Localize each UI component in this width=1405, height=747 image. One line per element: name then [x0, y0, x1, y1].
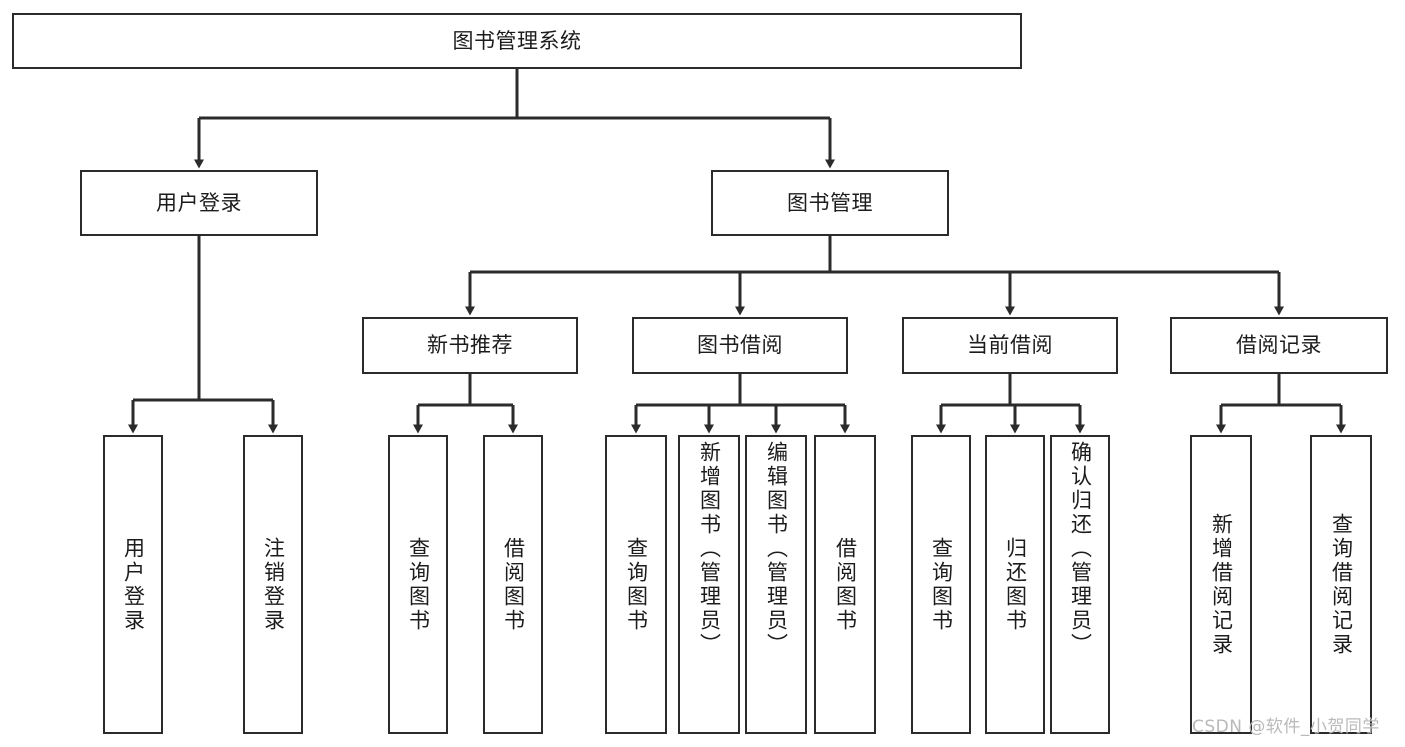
node-leaf-query-book-rec[interactable]: 查询图书 — [388, 435, 448, 734]
node-label: 编辑图书（管理员） — [764, 441, 789, 657]
node-leaf-confirm-return[interactable]: 确认归还（管理员） — [1050, 435, 1110, 734]
node-label: 注销登录 — [261, 536, 286, 633]
node-label: 归还图书 — [1003, 536, 1028, 633]
node-label: 查询图书 — [406, 536, 431, 633]
node-leaf-query-record[interactable]: 查询借阅记录 — [1310, 435, 1372, 734]
node-label: 图书管理系统 — [452, 28, 582, 53]
node-borrow-record[interactable]: 借阅记录 — [1170, 317, 1388, 374]
watermark: CSDN @软件_小贺同学 — [1192, 717, 1380, 737]
node-label: 确认归还（管理员） — [1068, 441, 1093, 657]
node-leaf-logout[interactable]: 注销登录 — [243, 435, 303, 734]
node-new-book-recommend[interactable]: 新书推荐 — [362, 317, 578, 374]
node-leaf-query-book-cur[interactable]: 查询图书 — [911, 435, 971, 734]
node-label: 新增借阅记录 — [1209, 512, 1234, 657]
node-leaf-add-record[interactable]: 新增借阅记录 — [1190, 435, 1252, 734]
node-label: 图书借阅 — [697, 333, 783, 358]
node-leaf-user-login[interactable]: 用户登录 — [103, 435, 163, 734]
node-root[interactable]: 图书管理系统 — [12, 13, 1022, 69]
node-label: 借阅图书 — [501, 536, 526, 633]
node-label: 新增图书（管理员） — [697, 441, 722, 657]
node-leaf-borrow-book-rec[interactable]: 借阅图书 — [483, 435, 543, 734]
node-book-borrow[interactable]: 图书借阅 — [632, 317, 848, 374]
node-leaf-add-book[interactable]: 新增图书（管理员） — [678, 435, 740, 734]
node-current-borrow[interactable]: 当前借阅 — [902, 317, 1118, 374]
node-label: 查询借阅记录 — [1329, 512, 1354, 657]
node-label: 用户登录 — [121, 536, 146, 633]
node-label: 新书推荐 — [427, 333, 513, 358]
node-label: 查询图书 — [624, 536, 649, 633]
node-leaf-return-book[interactable]: 归还图书 — [985, 435, 1045, 734]
node-label: 用户登录 — [156, 190, 242, 215]
node-leaf-borrow-book-bor[interactable]: 借阅图书 — [814, 435, 876, 734]
node-leaf-query-book-bor[interactable]: 查询图书 — [605, 435, 667, 734]
node-label: 借阅记录 — [1236, 333, 1322, 358]
node-book-manage[interactable]: 图书管理 — [711, 170, 949, 236]
node-leaf-edit-book[interactable]: 编辑图书（管理员） — [745, 435, 807, 734]
node-label: 当前借阅 — [967, 333, 1053, 358]
node-label: 图书管理 — [787, 190, 873, 215]
node-label: 查询图书 — [929, 536, 954, 633]
node-label: 借阅图书 — [833, 536, 858, 633]
node-user-login[interactable]: 用户登录 — [80, 170, 318, 236]
